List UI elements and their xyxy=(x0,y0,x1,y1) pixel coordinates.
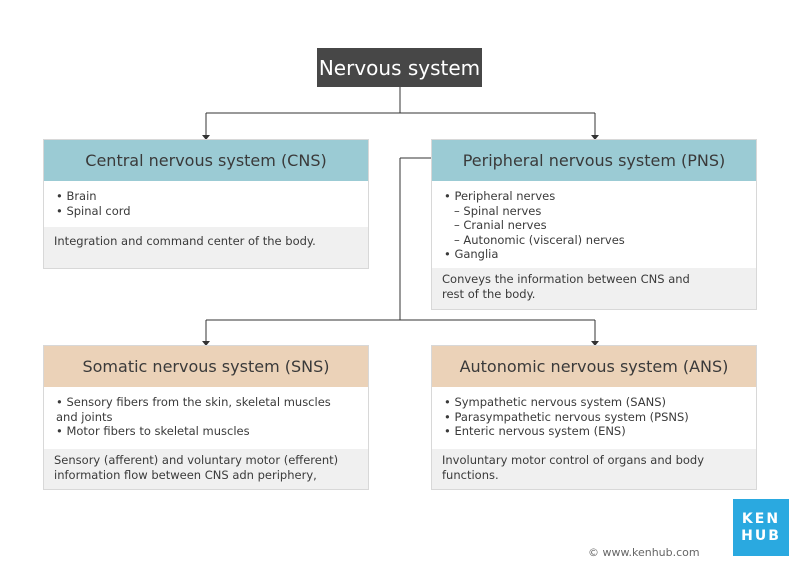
ans-description-line: functions. xyxy=(442,467,499,482)
cns-item: • Brain xyxy=(56,189,97,203)
ans-items: • Sympathetic nervous system (SANS) • Pa… xyxy=(432,387,756,449)
cns-title: Central nervous system (CNS) xyxy=(44,140,368,181)
pns-subitem: – Cranial nerves xyxy=(454,218,547,232)
sns-card: Somatic nervous system (SNS) • Sensory f… xyxy=(43,345,369,490)
logo-line-1: KEN xyxy=(741,510,781,527)
pns-subitem: – Autonomic (visceral) nerves xyxy=(454,232,625,247)
logo-line-2: HUB xyxy=(741,527,781,544)
ans-item: • Enteric nervous system (ENS) xyxy=(444,424,626,438)
pns-item: • Peripheral nerves xyxy=(444,189,556,203)
pns-card: Peripheral nervous system (PNS) • Periph… xyxy=(431,139,757,310)
sns-item: • Motor fibers to skeletal muscles xyxy=(56,424,250,438)
ans-title: Autonomic nervous system (ANS) xyxy=(432,346,756,387)
cns-card: Central nervous system (CNS) • Brain • S… xyxy=(43,139,369,269)
sns-description-line: information flow between CNS adn periphe… xyxy=(54,467,317,482)
ans-description-line: Involuntary motor control of organs and … xyxy=(442,453,705,467)
pns-description: Conveys the information between CNS and … xyxy=(432,268,756,309)
sns-description-line: Sensory (afferent) and voluntary motor (… xyxy=(54,453,339,467)
pns-description-line: rest of the body. xyxy=(442,286,536,301)
ans-item: • Parasympathetic nervous system (PSNS) xyxy=(444,409,689,424)
cns-items: • Brain • Spinal cord xyxy=(44,181,368,227)
sns-description: Sensory (afferent) and voluntary motor (… xyxy=(44,449,368,489)
pns-description-line: Conveys the information between CNS and xyxy=(442,272,690,286)
copyright-text: © www.kenhub.com xyxy=(588,546,700,559)
cns-description: Integration and command center of the bo… xyxy=(44,227,368,268)
pns-subitem: – Spinal nerves xyxy=(454,203,542,218)
sns-title: Somatic nervous system (SNS) xyxy=(44,346,368,387)
ans-description: Involuntary motor control of organs and … xyxy=(432,449,756,489)
cns-item: • Spinal cord xyxy=(56,203,131,218)
sns-item: and joints xyxy=(56,409,113,424)
nervous-system-root-node: Nervous system xyxy=(317,48,482,87)
sns-items: • Sensory fibers from the skin, skeletal… xyxy=(44,387,368,449)
kenhub-logo: KEN HUB xyxy=(733,499,789,556)
pns-title: Peripheral nervous system (PNS) xyxy=(432,140,756,181)
sns-item: • Sensory fibers from the skin, skeletal… xyxy=(56,395,331,409)
ans-item: • Sympathetic nervous system (SANS) xyxy=(444,395,667,409)
pns-items: • Peripheral nerves – Spinal nerves – Cr… xyxy=(432,181,756,268)
root-title: Nervous system xyxy=(318,55,481,80)
ans-card: Autonomic nervous system (ANS) • Sympath… xyxy=(431,345,757,490)
pns-item: • Ganglia xyxy=(444,247,499,261)
